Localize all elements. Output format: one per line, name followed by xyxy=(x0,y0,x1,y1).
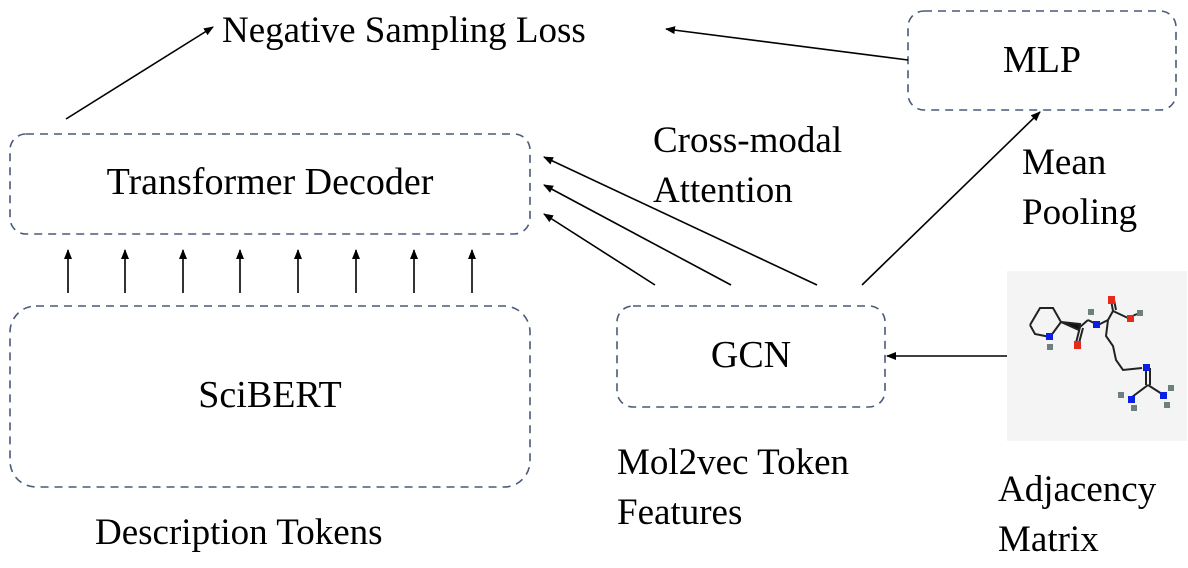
cross-modal-label-line2: Attention xyxy=(653,170,793,211)
cross-modal-arrow xyxy=(543,213,656,286)
molecule-panel xyxy=(1007,271,1187,441)
mlp-box xyxy=(907,10,1177,111)
gcn-label: GCN xyxy=(710,334,792,376)
mlp-to-loss-arrow xyxy=(665,26,909,61)
loss-label: Negative Sampling Loss xyxy=(222,10,586,51)
mean-pooling-arrow xyxy=(861,111,1041,286)
adjacency-label-line1: Adjacency xyxy=(998,469,1157,510)
transformer-decoder-box xyxy=(9,133,531,235)
decoder-to-loss-arrow xyxy=(65,26,214,120)
cross-modal-arrow xyxy=(543,184,732,286)
adjacency-label-line2: Matrix xyxy=(998,519,1099,560)
description-tokens-label: Description Tokens xyxy=(95,512,383,553)
gcn-box xyxy=(616,305,886,408)
mean-pooling-label-line1: Mean xyxy=(1022,142,1107,183)
token-arrows xyxy=(64,249,476,293)
cross-modal-arrow xyxy=(543,156,818,286)
mol2vec-label-line2: Features xyxy=(617,492,743,533)
molecule-atoms xyxy=(1046,296,1174,411)
scibert-label: SciBERT xyxy=(198,374,342,416)
scibert-box xyxy=(9,305,531,488)
cross-modal-arrows xyxy=(543,156,818,286)
cross-modal-label-line1: Cross-modal xyxy=(653,120,843,161)
transformer-decoder-label: Transformer Decoder xyxy=(106,161,434,203)
mol2vec-label-line1: Mol2vec Token xyxy=(617,442,850,483)
mean-pooling-label-line2: Pooling xyxy=(1022,192,1138,233)
mlp-label: MLP xyxy=(1002,39,1082,81)
